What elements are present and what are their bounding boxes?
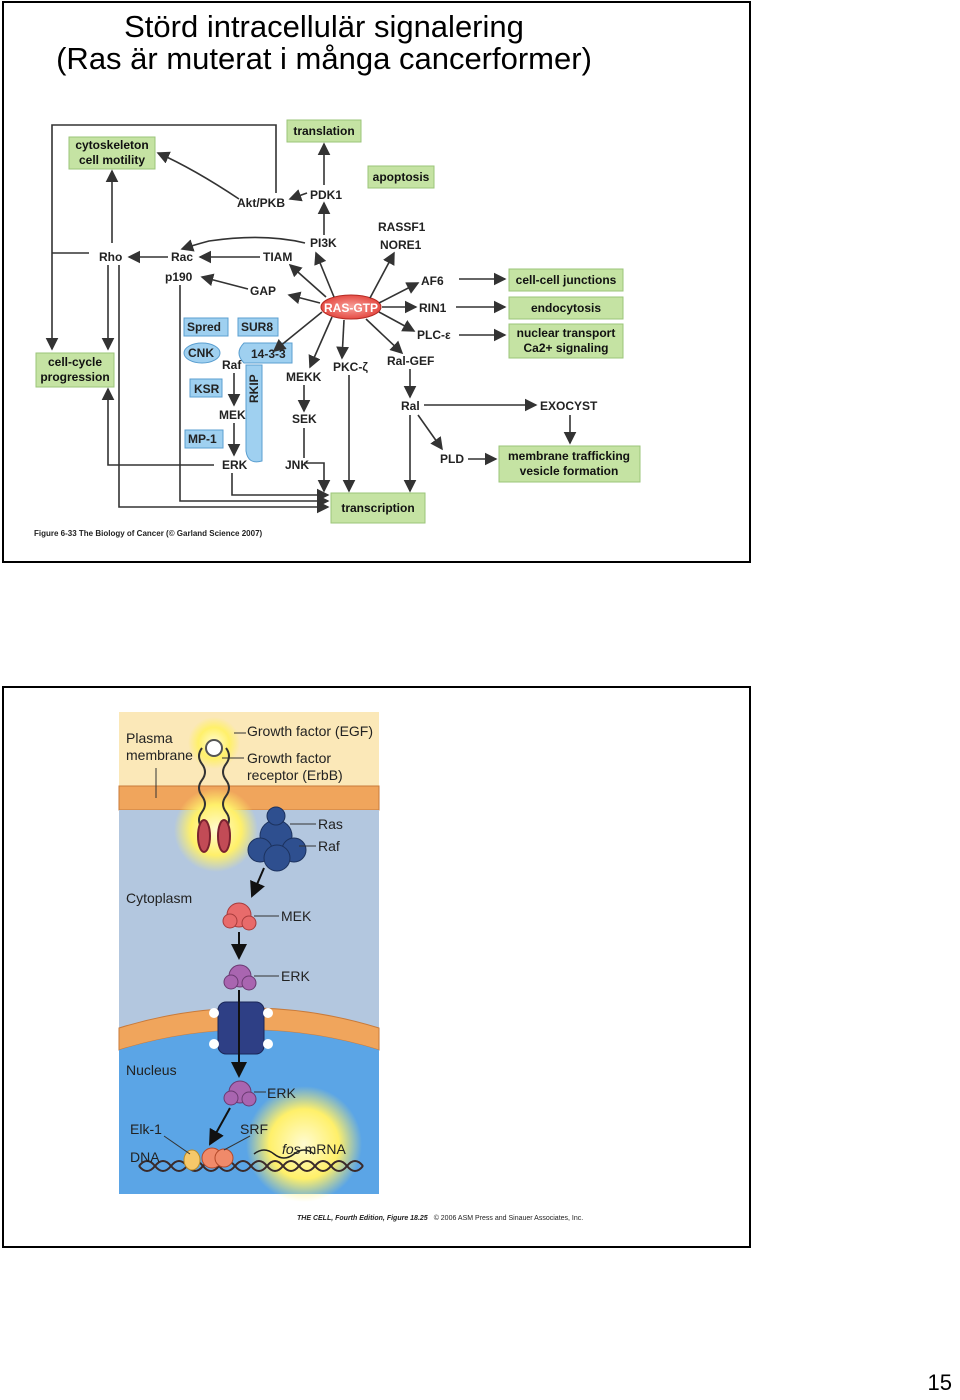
label-sur8: SUR8 [241, 320, 273, 334]
box-apoptosis: apoptosis [367, 165, 435, 189]
label-raf: Raf [222, 358, 242, 372]
label-plasma-1: Plasma [126, 730, 173, 746]
box-sur8 [237, 317, 279, 337]
nuclear-pore [209, 1001, 273, 1055]
label-rac: Rac [171, 250, 193, 264]
svg-text:Ca2+ signaling: Ca2+ signaling [523, 341, 608, 355]
label-ral: Ral [401, 399, 420, 413]
label-rassf1: RASSF1 [378, 220, 426, 234]
label-rkip: RKIP [247, 374, 261, 403]
erk-nucleus [223, 1080, 257, 1107]
svg-text:apoptosis: apoptosis [373, 170, 430, 184]
label-mp1: MP-1 [188, 432, 217, 446]
figure-caption-2: THE CELL, Fourth Edition, Figure 18.25© … [297, 1214, 583, 1222]
svg-text:nuclear transport: nuclear transport [517, 326, 616, 340]
label-nucleus: Nucleus [126, 1062, 177, 1078]
label-ksr: KSR [194, 382, 220, 396]
svg-text:RAS-GTP: RAS-GTP [324, 301, 378, 315]
label-p190: p190 [165, 270, 193, 284]
page-number: 15 [927, 1370, 952, 1395]
label-pdk1: PDK1 [310, 188, 342, 202]
erk-cytoplasm [223, 964, 257, 991]
box-spred [183, 317, 229, 337]
label-sek: SEK [292, 412, 317, 426]
label-growth-factor: Growth factor (EGF) [247, 723, 373, 739]
ras-raf-complex [247, 806, 307, 872]
box-cell-cycle: cell-cycle progression [35, 352, 115, 388]
label-receptor-2: receptor (ErbB) [247, 767, 343, 783]
label-pkc: PKC-ζ [333, 360, 368, 374]
egf-receptor [197, 739, 231, 853]
label-pi3k: PI3K [310, 236, 337, 250]
svg-text:transcription: transcription [341, 501, 414, 515]
svg-text:endocytosis: endocytosis [531, 301, 601, 315]
label-fos-mrna: fos mRNA [282, 1141, 346, 1157]
label-cytoplasm: Cytoplasm [126, 890, 192, 906]
label-exocyst: EXOCYST [540, 399, 598, 413]
ras-signaling-diagram: cytoskeleton cell motility translation a… [34, 119, 641, 538]
box-mp1 [184, 429, 224, 449]
label-gap: GAP [250, 284, 276, 298]
box-cytoskeleton: cytoskeleton cell motility [68, 136, 156, 170]
ras-gtp-node: RAS-GTP [320, 294, 382, 320]
figure-caption: Figure 6-33 The Biology of Cancer (© Gar… [34, 529, 263, 538]
label-erk-1: ERK [281, 968, 310, 984]
slide-signaling-network: Störd intracellulär signalering (Ras är … [2, 1, 751, 563]
diagram1-arrows [45, 124, 577, 514]
label-dna: DNA [130, 1149, 160, 1165]
elk1-srf-complex [183, 1147, 234, 1171]
label-plc: PLC-ε [417, 328, 451, 342]
slide-title: Störd intracellulär signalering (Ras är … [4, 11, 644, 75]
title-line-1: Störd intracellulär signalering [124, 9, 524, 44]
svg-text:cell motility: cell motility [79, 153, 145, 167]
label-spred: Spred [187, 320, 221, 334]
label-ralgef: Ral-GEF [387, 354, 434, 368]
label-srf: SRF [240, 1121, 268, 1137]
svg-text:cytoskeleton: cytoskeleton [75, 138, 148, 152]
box-cell-cell-junctions: cell-cell junctions [508, 268, 624, 292]
svg-text:cell-cell junctions: cell-cell junctions [516, 273, 617, 287]
box-endocytosis: endocytosis [508, 296, 624, 320]
box-translation: translation [286, 119, 362, 143]
label-akt: Akt/PKB [237, 196, 285, 210]
label-pld: PLD [440, 452, 464, 466]
slide-erk-pathway: Plasma membrane Growth factor (EGF) Grow… [2, 686, 751, 1248]
svg-text:cell-cycle: cell-cycle [48, 355, 102, 369]
label-plasma-2: membrane [126, 747, 193, 763]
box-ksr [189, 378, 223, 398]
label-rin1: RIN1 [419, 301, 447, 315]
diagram2-arrows [209, 867, 265, 1146]
box-transcription: transcription [330, 492, 426, 524]
box-cnk [183, 342, 221, 364]
svg-text:progression: progression [40, 370, 109, 384]
label-raf: Raf [318, 838, 340, 854]
title-line-2: (Ras är muterat i många cancerformer) [56, 41, 592, 76]
label-erk: ERK [222, 458, 248, 472]
label-erk-2: ERK [267, 1085, 296, 1101]
mek-protein [222, 902, 257, 931]
label-nore1: NORE1 [380, 238, 422, 252]
label-mek: MEK [281, 908, 312, 924]
svg-text:translation: translation [293, 124, 354, 138]
label-mekk: MEKK [286, 370, 322, 384]
fos-mrna [253, 1149, 315, 1159]
label-receptor-1: Growth factor [247, 750, 331, 766]
label-af6: AF6 [421, 274, 444, 288]
label-elk1: Elk-1 [130, 1121, 162, 1137]
dna-strand [138, 1160, 364, 1172]
label-ras: Ras [318, 816, 343, 832]
label-tiam: TIAM [263, 250, 292, 264]
label-mek: MEK [219, 408, 246, 422]
extracellular-region [119, 712, 379, 792]
label-14-3-3: 14-3-3 [251, 347, 286, 361]
box-nuclear-transport: nuclear transport Ca2+ signaling [508, 323, 624, 359]
label-cnk: CNK [188, 346, 214, 360]
egf-erk-illustration: Plasma membrane Growth factor (EGF) Grow… [118, 712, 583, 1222]
box-rkip [245, 364, 263, 463]
label-rho: Rho [99, 250, 122, 264]
svg-text:vesicle formation: vesicle formation [520, 464, 619, 478]
box-membrane-trafficking: membrane trafficking vesicle formation [498, 445, 641, 483]
label-jnk: JNK [285, 458, 309, 472]
svg-text:membrane trafficking: membrane trafficking [508, 449, 630, 463]
